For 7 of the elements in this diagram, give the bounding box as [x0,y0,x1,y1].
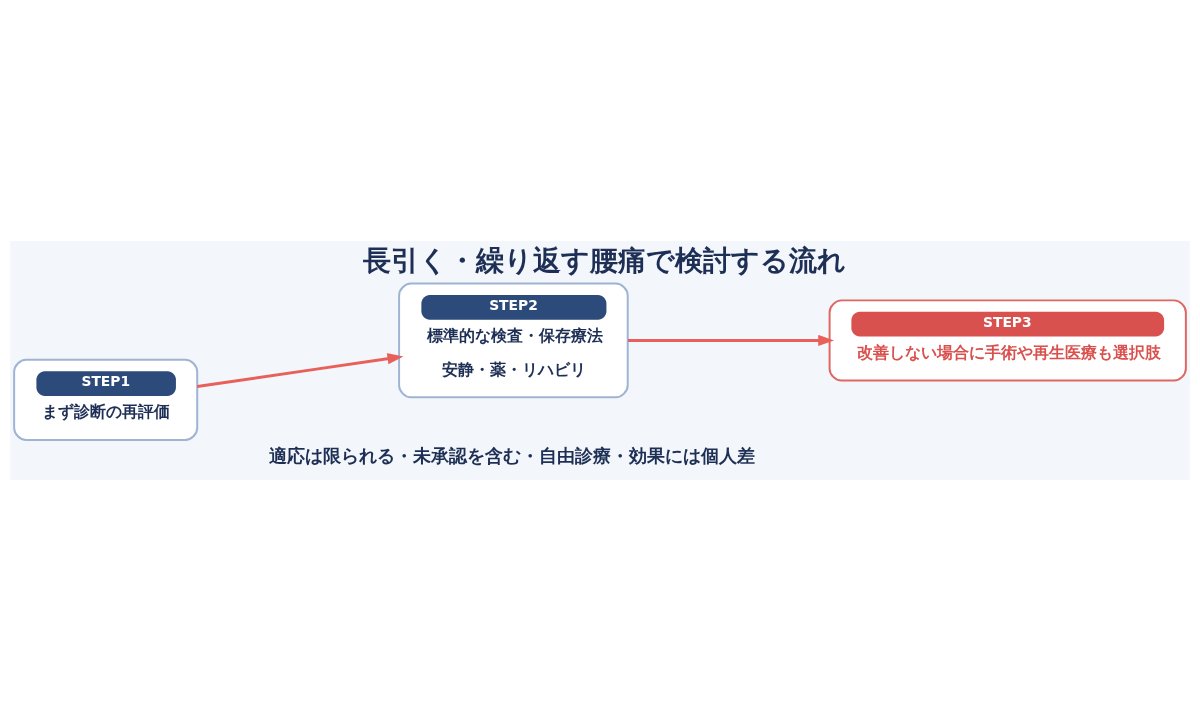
node-box: STEP1 まず診断の再評価 [13,358,199,441]
node-box: STEP2 標準的な検査・保存療法 安静・薬・リハビリ [398,282,629,398]
arrow [197,352,404,388]
arrow [627,334,835,346]
node-box: STEP3 改善しない場合に手術や再生医療も選択肢 [828,298,1187,382]
caption: 適応は限られる・未承認を含む・自由診療・効果には個人差 [269,444,756,466]
diagram-title: 長引く・繰り返す腰痛で検討する流れ [363,243,847,277]
